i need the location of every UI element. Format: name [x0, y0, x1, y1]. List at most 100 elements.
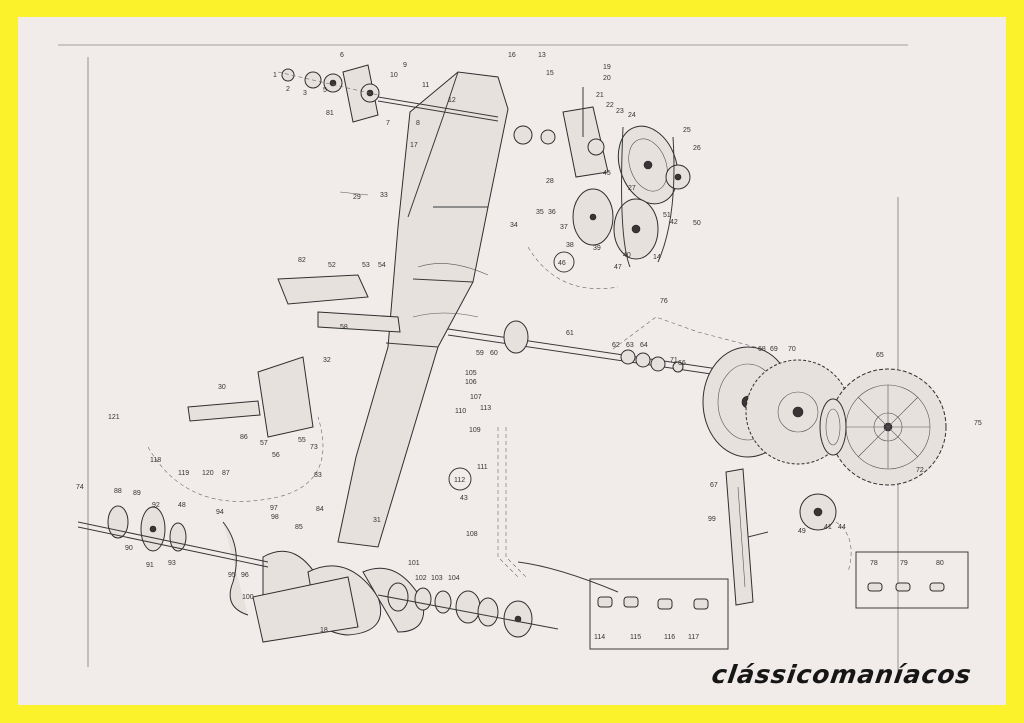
part-label-47: 47 — [614, 264, 622, 271]
dashed-group-left — [147, 416, 324, 502]
part-label-19: 19 — [603, 64, 611, 71]
part-label-29: 29 — [353, 194, 361, 201]
part-label-120: 120 — [202, 470, 214, 477]
part-label-89: 89 — [133, 490, 141, 497]
part-label-6: 6 — [340, 52, 344, 59]
part-label-46: 46 — [558, 260, 566, 267]
part-label-32: 32 — [323, 357, 331, 364]
lower-right-bearings — [377, 582, 559, 638]
part-label-72: 72 — [916, 467, 924, 474]
part-label-75: 75 — [974, 420, 982, 427]
part-label-33: 33 — [380, 192, 388, 199]
part-label-50: 50 — [693, 220, 701, 227]
part-label-24: 24 — [628, 112, 636, 119]
part-label-121: 121 — [108, 414, 120, 421]
main-drive-shaft — [447, 320, 719, 376]
part-label-55: 55 — [298, 437, 306, 444]
part-label-23: 23 — [616, 108, 624, 115]
small-chain-sprocket — [799, 493, 852, 573]
left-bracket-group — [187, 191, 401, 438]
part-label-38: 38 — [566, 242, 574, 249]
part-label-28: 28 — [546, 178, 554, 185]
part-label-17: 17 — [410, 142, 418, 149]
vertical-support-plate — [725, 468, 769, 606]
part-label-88: 88 — [114, 488, 122, 495]
part-label-109: 109 — [469, 427, 481, 434]
part-label-76: 76 — [660, 298, 668, 305]
part-label-97: 97 — [270, 505, 278, 512]
inset-chain-links — [597, 582, 945, 610]
part-label-14: 14 — [653, 254, 661, 261]
drive-chain — [497, 427, 619, 593]
lower-auger-assembly — [77, 505, 425, 643]
part-label-62: 62 — [612, 342, 620, 349]
part-label-35: 35 — [536, 209, 544, 216]
main-chute-body — [337, 71, 509, 548]
part-label-2: 2 — [286, 86, 290, 93]
part-label-106: 106 — [465, 379, 477, 386]
part-label-105: 105 — [465, 370, 477, 377]
part-label-3: 3 — [303, 90, 307, 97]
part-label-61: 61 — [566, 330, 574, 337]
part-label-93: 93 — [168, 560, 176, 567]
part-label-63: 63 — [626, 342, 634, 349]
part-label-84: 84 — [316, 506, 324, 513]
part-label-115: 115 — [630, 634, 641, 641]
part-label-12: 12 — [448, 97, 456, 104]
spoked-guard-wheel — [829, 368, 947, 486]
part-label-94: 94 — [216, 509, 224, 516]
part-label-96: 96 — [241, 572, 249, 579]
part-label-56: 56 — [272, 452, 280, 459]
part-label-100: 100 — [242, 594, 254, 601]
part-label-90: 90 — [125, 545, 133, 552]
part-label-74: 74 — [76, 484, 84, 491]
part-label-113: 113 — [480, 405, 491, 412]
part-label-58: 58 — [340, 324, 348, 331]
dashed-pointer-76 — [612, 316, 764, 350]
part-label-65: 65 — [876, 352, 884, 359]
part-label-39: 39 — [593, 245, 601, 252]
chain-ring-small — [819, 398, 847, 456]
part-label-37: 37 — [560, 224, 568, 231]
part-label-111: 111 — [477, 464, 488, 471]
part-label-20: 20 — [603, 75, 611, 82]
part-label-30: 30 — [218, 384, 226, 391]
part-label-98: 98 — [271, 514, 279, 521]
part-label-53: 53 — [362, 262, 370, 269]
part-label-48: 48 — [178, 502, 186, 509]
part-label-49: 49 — [798, 528, 806, 535]
dashed-group-center — [527, 246, 619, 289]
part-label-7: 7 — [386, 120, 390, 127]
callout-circle-upper — [553, 251, 575, 273]
part-label-54: 54 — [378, 262, 386, 269]
part-label-57: 57 — [260, 440, 268, 447]
part-label-16: 16 — [508, 52, 516, 59]
part-label-36: 36 — [548, 209, 556, 216]
part-label-59: 59 — [476, 350, 484, 357]
part-label-13: 13 — [538, 52, 546, 59]
part-label-42: 42 — [670, 219, 678, 226]
part-label-103: 103 — [431, 575, 443, 582]
part-label-99: 99 — [708, 516, 716, 523]
part-label-85: 85 — [295, 524, 303, 531]
part-label-71: 71 — [670, 357, 678, 364]
part-label-44: 44 — [838, 524, 846, 531]
part-label-117: 117 — [688, 634, 699, 641]
part-label-34: 34 — [510, 222, 518, 229]
part-label-41: 41 — [824, 524, 832, 531]
part-label-107: 107 — [470, 394, 482, 401]
part-label-108: 108 — [466, 531, 478, 538]
part-label-27: 27 — [628, 185, 636, 192]
part-label-83: 83 — [314, 472, 322, 479]
part-label-18: 18 — [320, 627, 328, 634]
exploded-parts-diagram: 1235678910111213141516171819202122232425… — [58, 44, 982, 677]
part-label-118: 118 — [150, 457, 161, 464]
part-label-64: 64 — [640, 342, 648, 349]
part-label-10: 10 — [390, 72, 398, 79]
part-label-60: 60 — [490, 350, 498, 357]
part-label-104: 104 — [448, 575, 460, 582]
part-label-70: 70 — [788, 346, 796, 353]
part-label-26: 26 — [693, 145, 701, 152]
part-label-11: 11 — [422, 82, 429, 89]
